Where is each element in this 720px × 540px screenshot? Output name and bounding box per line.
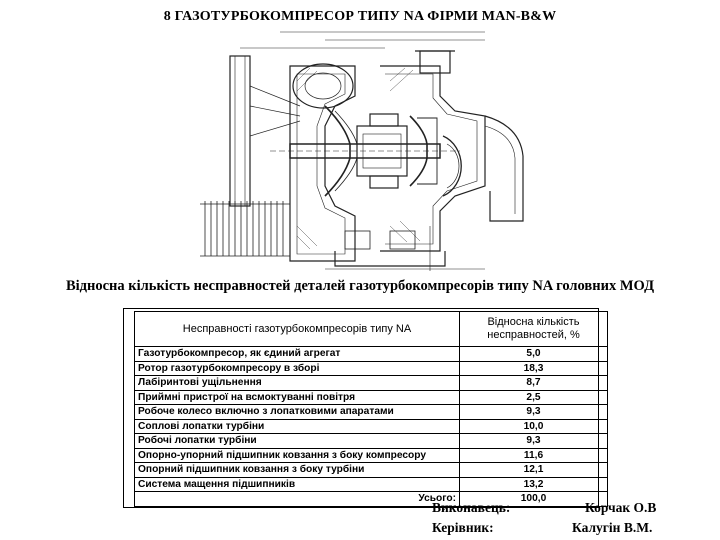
table-row: Опорний підшипник ковзання з боку турбін… bbox=[134, 462, 608, 478]
row-name: Соплові лопатки турбіни bbox=[134, 418, 460, 434]
turbocharger-cross-section-drawing bbox=[200, 31, 524, 271]
row-name: Приймні пристрої на всмоктуванні повітря bbox=[134, 389, 460, 405]
header-relative-count-line2: несправностей, % bbox=[487, 329, 580, 341]
row-value: 8,7 bbox=[459, 375, 608, 391]
table-caption: Відносна кількість несправностей деталей… bbox=[65, 278, 655, 294]
executor-label: Виконавець: bbox=[432, 500, 511, 515]
supervisor-name: Калугін В.М. bbox=[572, 520, 653, 535]
row-value: 5,0 bbox=[459, 346, 608, 362]
table-row: Опорно-упорний підшипник ковзання з боку… bbox=[134, 447, 608, 463]
header-malfunctions: Несправності газотурбокомпресорів типу N… bbox=[134, 311, 460, 347]
row-value: 9,3 bbox=[459, 433, 608, 449]
table-row: Приймні пристрої на всмоктуванні повітря… bbox=[134, 389, 608, 405]
header-relative-count: Відносна кількість несправностей, % bbox=[459, 311, 608, 347]
row-value: 11,6 bbox=[459, 447, 608, 463]
row-value: 12,1 bbox=[459, 462, 608, 478]
row-value: 18,3 bbox=[459, 360, 608, 376]
row-name: Опорно-упорний підшипник ковзання з боку… bbox=[134, 447, 460, 463]
row-value: 10,0 bbox=[459, 418, 608, 434]
row-value: 2,5 bbox=[459, 389, 608, 405]
row-name: Ротор газотурбокомпресору в зборі bbox=[134, 360, 460, 376]
row-name: Газотурбокомпресор, як єдиний агрегат bbox=[134, 346, 460, 362]
row-name: Робоче колесо включно з лопатковими апар… bbox=[134, 404, 460, 420]
executor-name: Корчак О.В bbox=[585, 500, 657, 515]
table-total-row: Усього:100,0 bbox=[134, 491, 608, 507]
total-value: 100,0 bbox=[459, 491, 608, 507]
row-name: Робочі лопатки турбіни bbox=[134, 433, 460, 449]
header-relative-count-line1: Відносна кількість bbox=[487, 316, 580, 328]
malfunctions-table: Несправності газотурбокомпресорів типу N… bbox=[134, 311, 608, 507]
row-name: Система мащення підшипників bbox=[134, 476, 460, 492]
table-row: Робоче колесо включно з лопатковими апар… bbox=[134, 404, 608, 420]
total-label: Усього: bbox=[134, 491, 460, 507]
row-name: Опорний підшипник ковзання з боку турбін… bbox=[134, 462, 460, 478]
row-name: Лабіринтові ущільнення bbox=[134, 375, 460, 391]
row-value: 13,2 bbox=[459, 476, 608, 492]
table-header-row: Несправності газотурбокомпресорів типу N… bbox=[134, 311, 608, 347]
page-title: 8 ГАЗОТУРБОКОМПРЕСОР ТИПУ NA ФІРМИ MAN-B… bbox=[163, 9, 557, 24]
supervisor-label: Керівник: bbox=[432, 520, 494, 535]
row-value: 9,3 bbox=[459, 404, 608, 420]
